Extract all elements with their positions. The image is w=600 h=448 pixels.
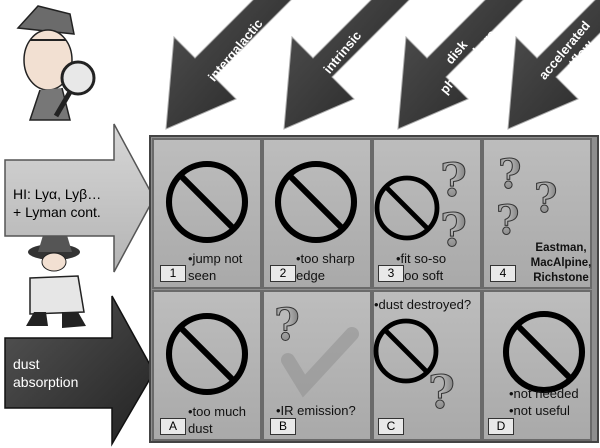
cell-d-note: •not needed •not useful: [509, 385, 579, 419]
cell-3-question-icon: ?: [440, 153, 467, 207]
cell-4-index: 4: [490, 265, 516, 282]
cell-3-question-icon: ?: [440, 203, 467, 257]
cell-a-note: •too much dust: [188, 403, 246, 437]
cell-c-question-icon: ?: [428, 365, 455, 419]
arrow-dust-absorption-label: dust absorption: [13, 355, 78, 391]
cell-2-note: •too sharp edge: [296, 250, 355, 284]
cell-4-note: Eastman, MacAlpine, Richstone: [526, 241, 596, 286]
cell-4-question-icon: ?: [534, 175, 557, 222]
cell-1-note: •jump not seen: [188, 250, 242, 284]
cell-1-index: 1: [160, 265, 186, 282]
spy-figure-icon: [26, 232, 86, 328]
cell-b-note: •IR emission?: [276, 402, 356, 419]
cell-b-question-icon: ?: [274, 300, 300, 351]
cell-b-index: B: [270, 418, 296, 435]
cell-d-index: D: [488, 418, 514, 435]
cell-3-index: 3: [378, 265, 404, 282]
arrow-hi-lyman-label: HI: Lyα, Lyβ… + Lyman cont.: [13, 185, 101, 221]
cell-a-index: A: [160, 418, 186, 435]
cell-c-note: •dust destroyed?: [374, 296, 471, 313]
cell-4-question-icon: ?: [498, 151, 521, 198]
detective-magnifier-icon: [18, 6, 94, 120]
cell-c-index: C: [378, 418, 404, 435]
cell-4-question-icon: ?: [496, 197, 519, 244]
cell-2-index: 2: [270, 265, 296, 282]
